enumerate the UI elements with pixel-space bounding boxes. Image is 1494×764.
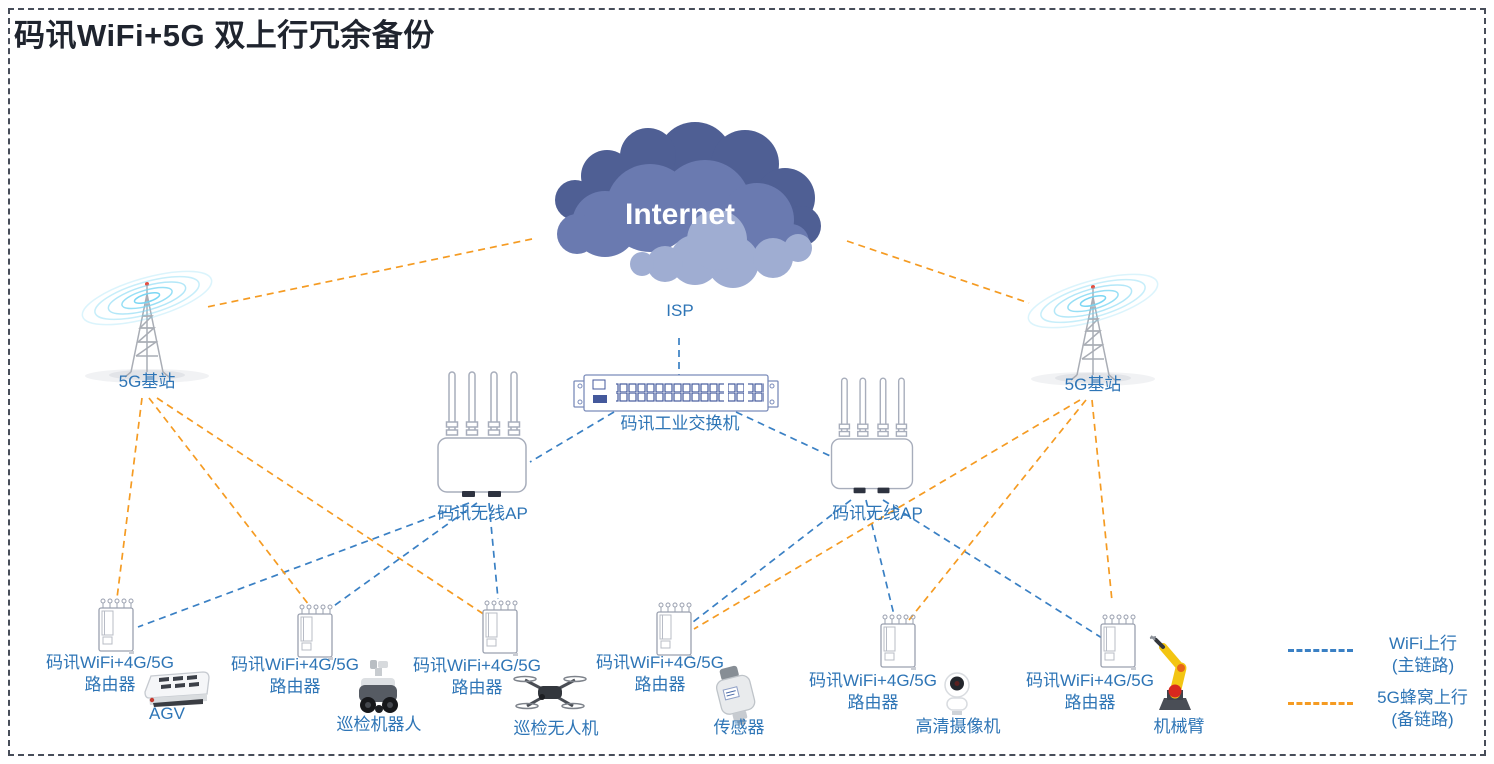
router-6-icon xyxy=(1099,613,1139,671)
inspection-drone-icon xyxy=(513,670,587,716)
5g-base-station-right-label: 5G基站 xyxy=(1064,375,1122,394)
link-5g-base-station-left-router-3 xyxy=(156,397,486,616)
link-wireless-ap-left-router-3 xyxy=(488,502,499,600)
wireless-ap-left-label: 码讯无线AP xyxy=(437,504,528,523)
inspection-robot-label: 巡检机器人 xyxy=(336,715,422,734)
link-wireless-ap-left-router-1 xyxy=(137,502,470,628)
router-2-label: 码讯WiFi+4G/5G 路由器 xyxy=(231,655,359,697)
sensor-icon xyxy=(712,665,762,726)
link-5g-base-station-left-router-2 xyxy=(148,397,310,606)
hd-camera-label: 高清摄像机 xyxy=(915,717,1001,736)
router-5-label: 码讯WiFi+4G/5G 路由器 xyxy=(809,671,937,713)
wireless-ap-right-label: 码讯无线AP xyxy=(832,504,923,523)
inspection-drone-label: 巡检无人机 xyxy=(513,719,599,738)
router-4-icon xyxy=(655,601,695,659)
5g-base-station-right-icon xyxy=(1018,273,1168,403)
link-wireless-ap-left-router-2 xyxy=(330,502,478,609)
link-wireless-ap-right-router-4 xyxy=(692,499,852,623)
internet-label: Internet xyxy=(625,198,735,231)
inspection-robot-icon xyxy=(351,658,405,718)
link-internet-5g-base-station-right xyxy=(846,240,1030,304)
sensor-label: 传感器 xyxy=(713,718,765,737)
router-3-label: 码讯WiFi+4G/5G 路由器 xyxy=(413,656,541,698)
link-5g-base-station-right-router-6 xyxy=(1091,399,1113,602)
router-3-icon xyxy=(481,599,521,657)
link-5g-base-station-right-router-5 xyxy=(908,399,1087,621)
robotic-arm-icon xyxy=(1143,632,1203,712)
link-industrial-switch-wireless-ap-left xyxy=(529,411,615,463)
link-internet-5g-base-station-left xyxy=(206,238,533,308)
legend-cellular-line xyxy=(1288,702,1353,705)
agv-label: AGV xyxy=(149,704,185,723)
router-6-label: 码讯WiFi+4G/5G 路由器 xyxy=(1026,671,1154,713)
5g-base-station-left-icon xyxy=(72,270,222,400)
internet-cloud-icon: Internet xyxy=(545,112,823,292)
radio-waves-icon xyxy=(81,270,213,326)
radio-waves-icon xyxy=(1027,273,1159,329)
router-1-icon xyxy=(97,597,137,655)
router-2-icon xyxy=(296,603,336,661)
hd-camera-icon xyxy=(939,672,975,716)
router-1-label: 码讯WiFi+4G/5G 路由器 xyxy=(46,653,174,695)
link-5g-base-station-left-router-1 xyxy=(116,397,143,599)
agv-icon xyxy=(137,670,215,716)
wireless-ap-left-icon xyxy=(432,371,532,502)
link-wireless-ap-right-router-5 xyxy=(865,499,895,616)
link-industrial-switch-wireless-ap-right xyxy=(735,411,842,462)
legend-cellular-label: 5G蜂窝上行 (备链路) xyxy=(1377,688,1468,730)
industrial-switch-label: 码讯工业交换机 xyxy=(620,414,740,433)
robotic-arm-label: 机械臂 xyxy=(1153,717,1205,736)
5g-base-station-left-label: 5G基站 xyxy=(118,372,176,391)
page-title: 码讯WiFi+5G 双上行冗余备份 xyxy=(14,18,435,53)
link-5g-base-station-right-router-4 xyxy=(693,399,1081,630)
legend-wifi-label: WiFi上行 (主链路) xyxy=(1389,634,1457,676)
wireless-ap-right-icon xyxy=(826,377,918,498)
router-4-label: 码讯WiFi+4G/5G 路由器 xyxy=(596,653,724,695)
legend-wifi-line xyxy=(1288,649,1353,652)
industrial-switch-icon xyxy=(573,372,779,414)
isp-label: ISP xyxy=(666,301,694,320)
router-5-icon xyxy=(879,613,919,671)
